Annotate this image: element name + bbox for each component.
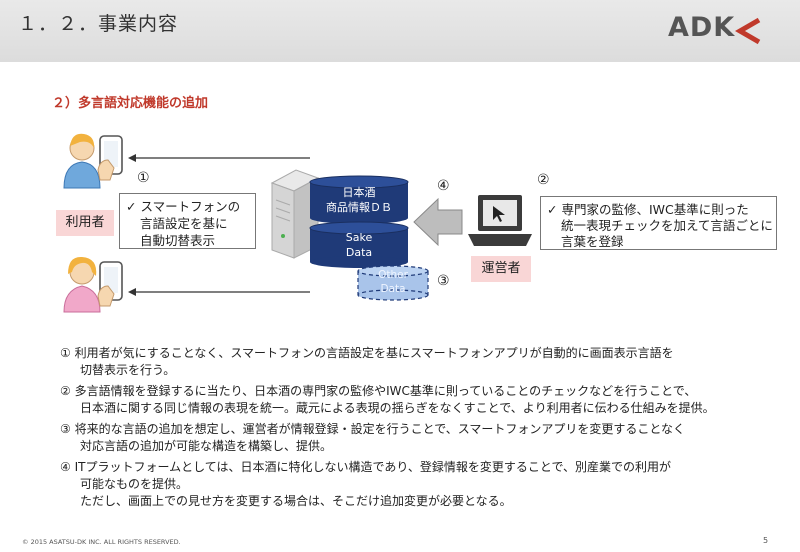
other-data-cylinder bbox=[357, 265, 429, 301]
arrow-to-user-top bbox=[128, 154, 310, 162]
slide-title: １．２．事業内容 bbox=[18, 13, 179, 35]
adk-logo: ADK bbox=[668, 12, 768, 46]
db-cylinder-top bbox=[309, 175, 409, 224]
operator-box-line: 言葉を登録 bbox=[561, 234, 624, 249]
note-line: ③ 将来的な言語の追加を想定し、運営者が情報登録・設定を行うことで、スマートフォ… bbox=[60, 422, 686, 436]
logo-text: ADK bbox=[668, 12, 736, 43]
operator-label: 運営者 bbox=[471, 256, 531, 282]
operator-box-line: 統一表現チェックを加えて言語ごとに bbox=[561, 218, 773, 233]
arrow-operator-to-db bbox=[413, 197, 463, 247]
smartphone-icon-top bbox=[97, 135, 123, 181]
note-line: ① 利用者が気にすることなく、スマートフォンの言語設定を基にスマートフォンアプリ… bbox=[60, 346, 674, 360]
operator-feature-box: ✓ 専門家の監修、IWC基準に則った 統一表現チェックを加えて言語ごとに 言葉を… bbox=[540, 196, 777, 250]
smartphone-icon-bottom bbox=[97, 261, 123, 307]
note-line: 日本酒に関する同じ情報の表現を統一。蔵元による表現の揺らぎをなくすことで、より利… bbox=[80, 401, 715, 415]
user-box-line: 言語設定を基に bbox=[140, 216, 228, 231]
operator-box-line: ✓ 専門家の監修、IWC基準に則った bbox=[547, 202, 749, 217]
laptop-icon bbox=[468, 195, 532, 246]
db-bottom-line-1: Sake bbox=[345, 231, 373, 244]
marker-4: ④ bbox=[437, 178, 450, 194]
db-cylinder-bottom bbox=[309, 221, 409, 268]
page-number: 5 bbox=[763, 536, 769, 545]
section-title: ２）多言語対応機能の追加 bbox=[52, 96, 209, 111]
user-box-line: 自動切替表示 bbox=[140, 233, 216, 248]
user-box-line: ✓ スマートフォンの bbox=[126, 199, 241, 214]
other-data-line-2: Data bbox=[380, 283, 406, 295]
db-bottom-line-2: Data bbox=[345, 246, 373, 259]
user-feature-box: ✓ スマートフォンの 言語設定を基に 自動切替表示 bbox=[119, 193, 256, 249]
slide-header: １．２．事業内容 ADK bbox=[0, 0, 800, 62]
footer-copyright: © 2015 ASATSU-DK INC. ALL RIGHTS RESERVE… bbox=[22, 538, 181, 546]
note-line: ② 多言語情報を登録するに当たり、日本酒の専門家の監修やIWC基準に則っているこ… bbox=[60, 384, 697, 398]
db-top-line-2: 商品情報ＤＢ bbox=[326, 201, 392, 214]
note-line: 切替表示を行う。 bbox=[80, 363, 176, 377]
marker-2: ② bbox=[537, 172, 550, 188]
user-icon-top bbox=[63, 133, 101, 189]
user-label: 利用者 bbox=[56, 210, 114, 236]
note-line: ただし、画面上での見せ方を変更する場合は、そこだけ追加変更が必要となる。 bbox=[80, 494, 512, 508]
marker-1: ① bbox=[137, 170, 150, 186]
note-line: 可能なものを提供。 bbox=[80, 477, 189, 491]
user-icon-bottom bbox=[63, 256, 101, 313]
db-top-line-1: 日本酒 bbox=[342, 186, 376, 199]
note-line: ④ ITプラットフォームとしては、日本酒に特化しない構造であり、登録情報を変更す… bbox=[60, 460, 672, 474]
arrow-to-user-bottom bbox=[128, 288, 310, 296]
other-data-line-1: Other bbox=[378, 269, 408, 281]
logo-chevron-icon bbox=[735, 17, 761, 45]
marker-3: ③ bbox=[437, 273, 450, 289]
note-line: 対応言語の追加が可能な構造を構築し、提供。 bbox=[80, 439, 333, 453]
